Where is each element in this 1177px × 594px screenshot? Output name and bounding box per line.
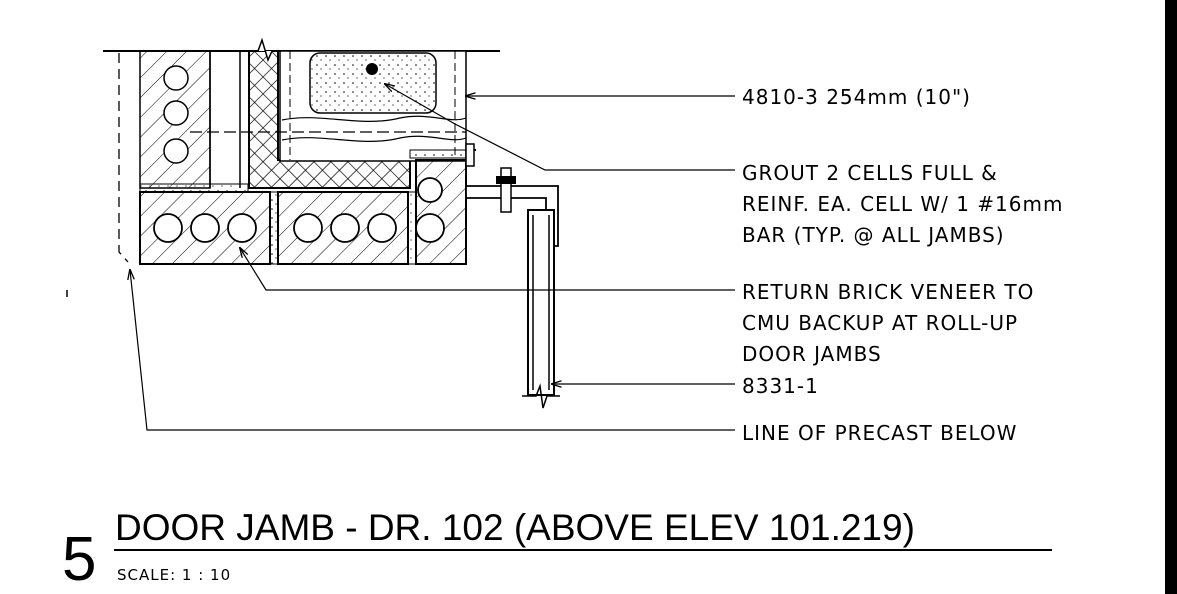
- precast-dashed-line: [118, 53, 129, 263]
- note-grout-line-1: GROUT 2 CELLS FULL &: [742, 161, 998, 185]
- leader-precast: [130, 270, 735, 431]
- sheet-border: [1165, 0, 1177, 594]
- roll-up-door: [522, 209, 560, 409]
- cmu-bottom-course: [139, 159, 467, 265]
- note-brick-line-2: CMU BACKUP AT ROLL-UP: [742, 311, 1018, 335]
- detail-number: 5: [62, 525, 96, 594]
- note-precast: LINE OF PRECAST BELOW: [742, 421, 1017, 445]
- cmu-upper-block: [139, 50, 249, 193]
- detail-scale: SCALE: 1 : 10: [117, 566, 231, 584]
- note-grout-line-3: BAR (TYP. @ ALL JAMBS): [742, 223, 1005, 247]
- leader-grout: [385, 84, 735, 171]
- leader-brick-return: [240, 248, 735, 291]
- wall-section-4810-3: [190, 50, 467, 162]
- note-grout-line-2: REINF. EA. CELL W/ 1 #16mm: [742, 192, 1063, 216]
- note-brick-line-3: DOOR JAMBS: [742, 342, 882, 366]
- note-door: 8331-1: [742, 374, 819, 398]
- note-wall-type: 4810-3 254mm (10"): [742, 85, 971, 109]
- note-brick-line-1: RETURN BRICK VENEER TO: [742, 280, 1034, 304]
- break-symbol: [257, 37, 273, 63]
- detail-title: DOOR JAMB - DR. 102 (ABOVE ELEV 101.219): [115, 507, 915, 548]
